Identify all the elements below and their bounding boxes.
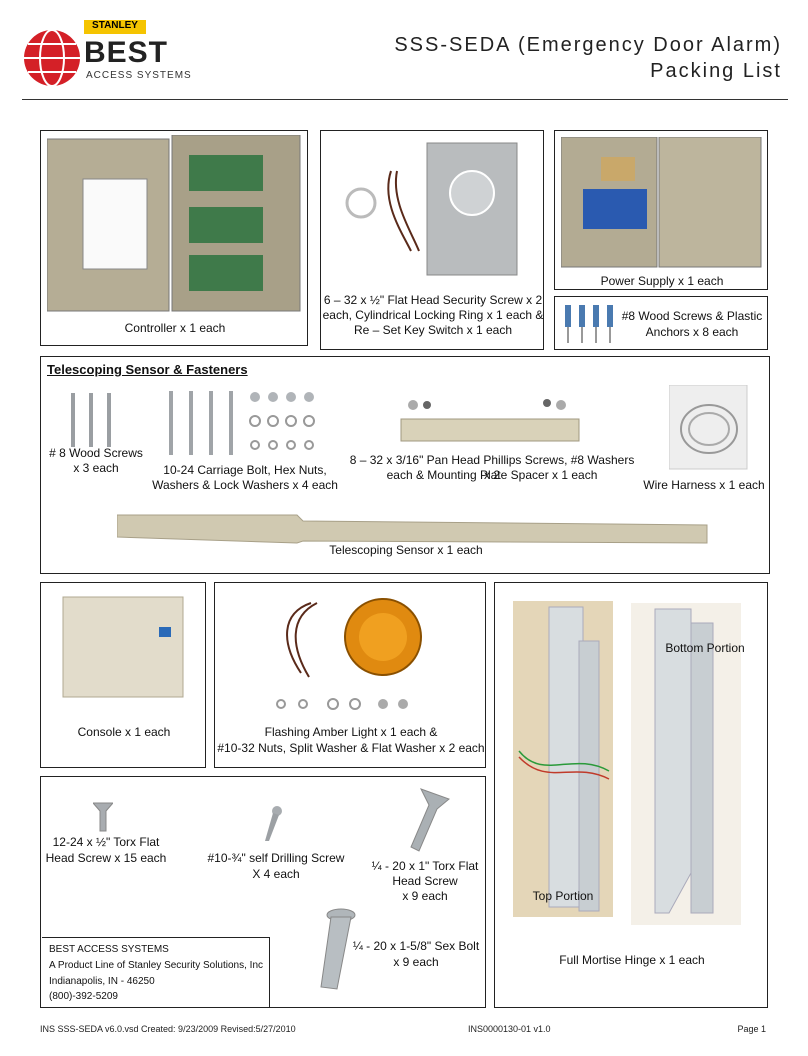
console-caption: Console x 1 each [77,725,171,739]
carriage-caption-1: 10-24 Carriage Bolt, Hex Nuts, [163,463,327,477]
controller-caption: Controller x 1 each [124,321,226,335]
mounting-plate-image [400,399,580,442]
page-title-line2: Packing List [650,60,782,82]
hinge-top-image [513,601,613,917]
power-supply-caption: Power Supply x 1 each [600,274,724,288]
hinge-caption: Full Mortise Hinge x 1 each [559,953,705,967]
torx-1in-caption-2: Head Screw [392,874,458,888]
amber-caption-1: Flashing Amber Light x 1 each & [264,725,438,739]
brand-top: STANLEY [92,20,138,31]
best-globe-icon [24,20,146,87]
drilling-screw-image [265,806,282,841]
address-line3: Indianapolis, IN - 46250 [49,976,155,987]
address-line1: BEST ACCESS SYSTEMS [49,944,169,955]
brand-logo [22,18,192,90]
amber-light-image [286,598,422,678]
torx-1in-screw-image [410,788,450,852]
console-panel: Console x 1 each [40,582,206,768]
wood-screws-caption-2: x 3 each [73,461,119,475]
wood-anchors-panel: #8 Wood Screws & Plastic Anchors x 8 eac… [554,296,768,350]
switch-caption-3: Re – Set Key Switch x 1 each [353,323,513,337]
power-supply-image [561,137,762,268]
pan-head-caption-2: each & Mounting Plate Spacer x 1 each [386,468,598,482]
key-switch-image [345,142,518,276]
amber-hardware-image [276,698,408,710]
switch-caption-1: 6 – 32 x ½" Flat Head Security Screw x 2 [323,293,543,307]
screws-panel: 12-24 x ½" Torx Flat Head Screw x 15 eac… [40,776,486,1008]
wood-screws-caption-1: # 8 Wood Screws [49,446,143,460]
footer-center: INS0000130-01 v1.0 [468,1024,551,1034]
torx-flat-screw-image [93,802,113,832]
page-title-line1: SSS-SEDA (Emergency Door Alarm) [394,34,782,56]
torx-flat-caption-2: Head Screw x 15 each [45,851,167,865]
pan-head-caption-1: 8 – 32 x 3/16" Pan Head Phillips Screws,… [349,453,635,482]
console-image [62,596,184,698]
amber-caption-2: #10-32 Nuts, Split Washer & Flat Washer … [217,741,485,755]
controller-image [47,135,301,312]
power-supply-panel: Power Supply x 1 each [554,130,768,290]
anchors-caption-2: Anchors x 8 each [645,325,739,339]
sex-bolt-caption-2: x 9 each [393,955,439,969]
anchors-image [565,305,613,343]
drilling-caption-2: X 4 each [252,867,300,881]
hinge-panel: Bottom Portion Top Portion Full Mortise … [494,582,768,1008]
switch-caption-2: each, Cylindrical Locking Ring x 1 each … [322,308,544,322]
telescoping-sensor-caption: Telescoping Sensor x 1 each [329,543,483,557]
wire-harness-caption: Wire Harness x 1 each [643,478,765,492]
torx-1in-caption-3: x 9 each [402,889,448,903]
hinge-bottom-image [631,603,741,925]
brand-main: BEST [84,36,169,69]
top-portion-label: Top Portion [532,889,594,903]
address-box [42,937,270,1007]
torx-1in-caption-1: ¼ - 20 x 1" Torx Flat [371,859,479,873]
amber-light-panel: Flashing Amber Light x 1 each & #10-32 N… [214,582,486,768]
address-line4: (800)-392-5209 [49,991,118,1002]
address-line2: A Product Line of Stanley Security Solut… [49,960,264,971]
telescoping-sensor-image [117,514,708,544]
carriage-caption-2: Washers & Lock Washers x 4 each [152,478,338,492]
wire-harness-image [669,385,748,470]
header-rule [22,99,788,100]
sex-bolt-caption-1: ¼ - 20 x 1-5/8" Sex Bolt [352,939,480,953]
carriage-bolts-image [169,391,315,455]
wood-screws-image [71,393,111,447]
controller-panel: Controller x 1 each [40,130,308,346]
sex-bolt-image [320,908,356,990]
footer-right: Page 1 [737,1024,766,1034]
drilling-caption-1: #10-¾" self Drilling Screw [207,851,345,865]
bottom-portion-label: Bottom Portion [665,641,745,655]
torx-flat-caption-1: 12-24 x ½" Torx Flat [52,835,160,849]
brand-sub: ACCESS SYSTEMS [86,70,192,81]
sensor-section-title: Telescoping Sensor & Fasteners [47,362,248,377]
sensor-panel: Telescoping Sensor & Fasteners # 8 Wood … [40,356,770,574]
footer-left: INS SSS-SEDA v6.0.vsd Created: 9/23/2009… [40,1024,296,1034]
key-switch-panel: 6 – 32 x ½" Flat Head Security Screw x 2… [320,130,544,350]
anchors-caption-1: #8 Wood Screws & Plastic [621,309,763,323]
